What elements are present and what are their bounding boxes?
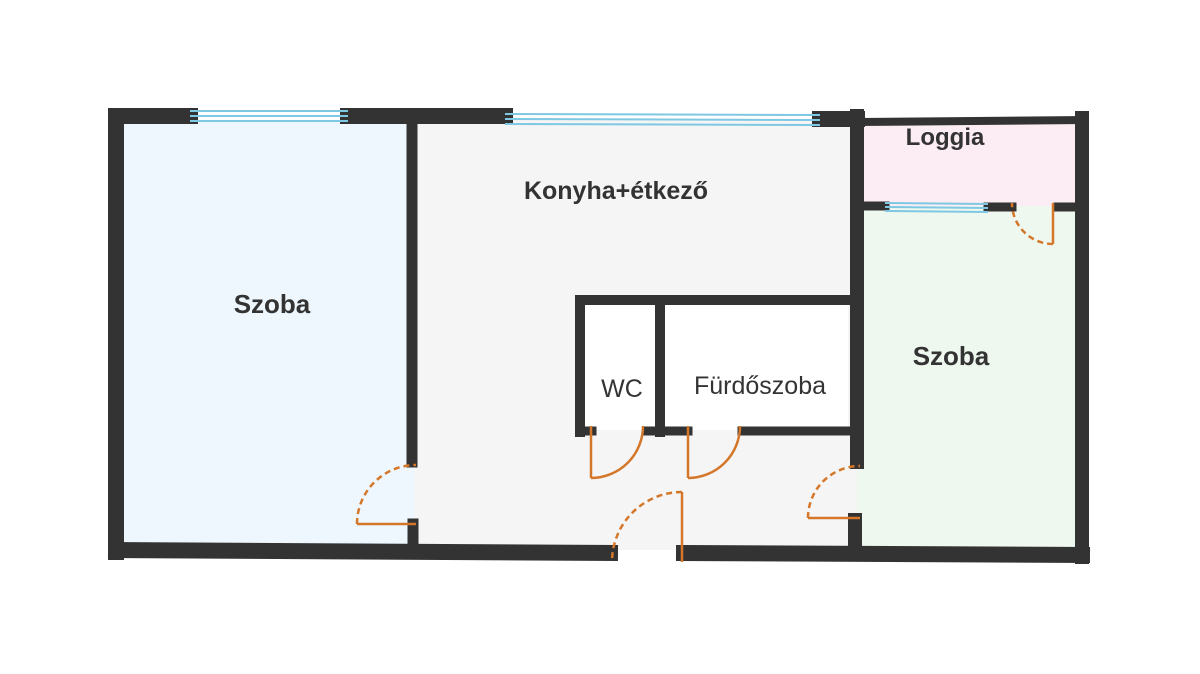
loggia-label: Loggia bbox=[906, 124, 985, 151]
wc-label: WC bbox=[601, 375, 643, 403]
left-room-fill bbox=[118, 120, 414, 550]
kitchen-label: Konyha+étkező bbox=[524, 177, 708, 205]
window-loggia bbox=[884, 202, 989, 213]
door-wc bbox=[589, 425, 645, 480]
walls bbox=[107, 108, 1091, 564]
window-left-room bbox=[190, 110, 348, 122]
door-bathroom bbox=[686, 425, 742, 480]
door-entrance bbox=[610, 490, 684, 563]
door-loggia bbox=[1010, 202, 1055, 246]
right-room-fill bbox=[857, 206, 1082, 550]
door-left-room bbox=[355, 463, 417, 526]
window-kitchen bbox=[504, 113, 821, 126]
windows bbox=[190, 110, 989, 213]
loggia-fill bbox=[857, 120, 1082, 206]
left-room-label: Szoba bbox=[234, 289, 311, 319]
right-room-label: Szoba bbox=[913, 341, 990, 371]
doors bbox=[355, 202, 1055, 563]
wc-fill bbox=[582, 300, 658, 430]
bathroom-fill bbox=[658, 300, 848, 430]
bathroom-label: Fürdőszoba bbox=[694, 372, 826, 400]
door-right-room bbox=[806, 464, 861, 520]
